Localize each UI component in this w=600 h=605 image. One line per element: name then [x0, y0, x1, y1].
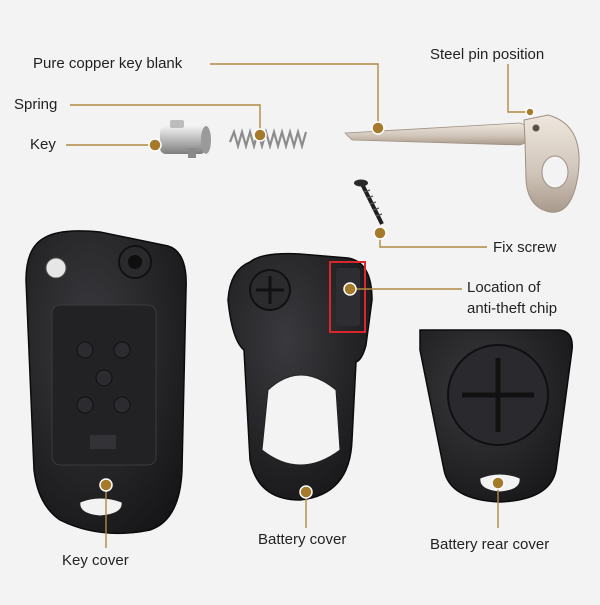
label-key: Key	[30, 136, 56, 153]
leader-steel-pin	[507, 64, 528, 113]
label-key-blank: Pure copper key blank	[33, 55, 183, 72]
chip-highlight-box	[329, 261, 366, 333]
key-cylinder	[160, 120, 211, 158]
marker-key-blank	[371, 121, 385, 135]
label-steel-pin: Steel pin position	[430, 46, 545, 63]
key-blade	[344, 114, 580, 213]
label-key-cover: Key cover	[62, 552, 129, 569]
marker-key-cover	[99, 478, 113, 492]
marker-chip	[343, 282, 357, 296]
battery-cover	[227, 252, 373, 501]
leader-lines	[66, 63, 535, 548]
battery-rear-cover	[419, 329, 573, 503]
label-chip-line2: anti-theft chip	[467, 300, 558, 317]
leader-spring	[70, 104, 261, 135]
label-spring: Spring	[14, 96, 58, 113]
marker-battery-rear-cover	[491, 476, 505, 490]
marker-fix-screw	[373, 226, 387, 240]
marker-battery-cover	[299, 485, 313, 499]
marker-steel-pin	[525, 107, 535, 117]
spring	[228, 127, 308, 151]
leader-fix-screw	[379, 233, 487, 248]
leader-key-blank	[210, 63, 379, 128]
key-cover	[25, 230, 187, 535]
label-fix-screw: Fix screw	[493, 239, 557, 256]
marker-key	[148, 138, 162, 152]
label-chip-line1: Location of	[467, 279, 541, 296]
fix-screw	[354, 179, 384, 225]
label-battery-rear-cover: Battery rear cover	[430, 536, 550, 553]
marker-spring	[253, 128, 267, 142]
label-battery-cover: Battery cover	[258, 531, 347, 548]
